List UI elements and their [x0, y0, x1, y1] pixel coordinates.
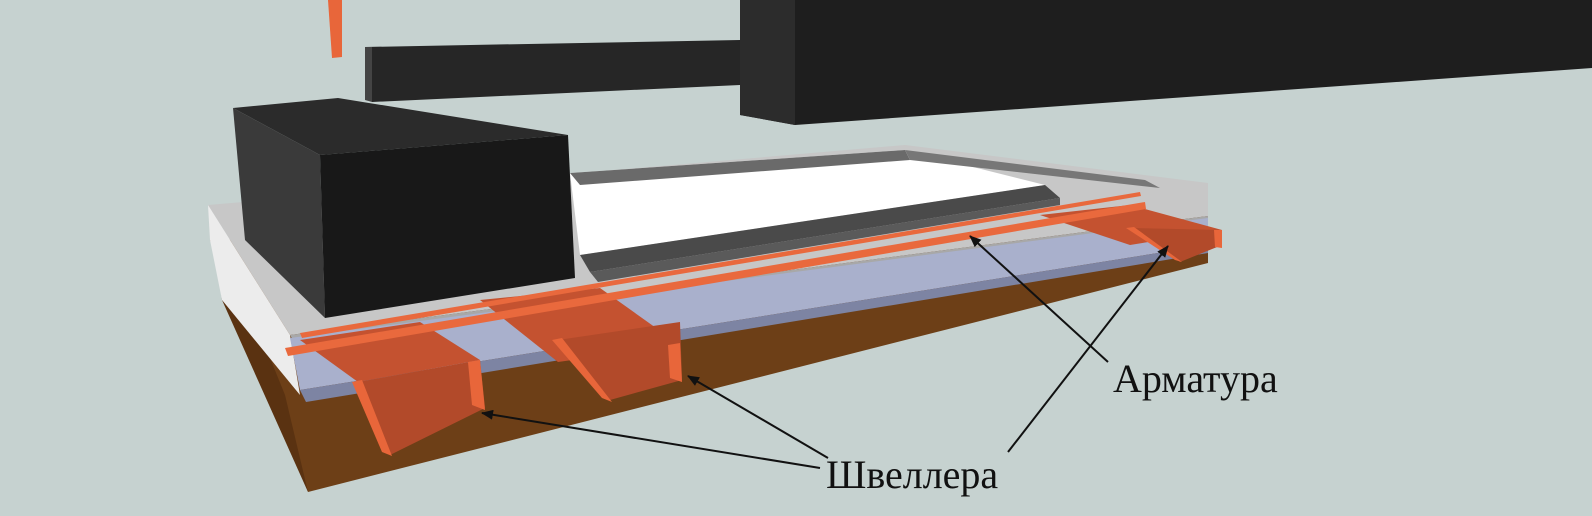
annotation-arrows	[481, 235, 1169, 469]
label-rebar: Арматура	[1113, 356, 1278, 401]
dark-box	[233, 98, 575, 318]
insulation-edge	[300, 245, 1208, 402]
channel-1	[300, 322, 485, 456]
insulation-layer	[290, 218, 1208, 390]
pit	[570, 150, 1160, 282]
steel-channels	[300, 205, 1222, 456]
rebar-rods	[285, 192, 1146, 356]
overhead-structure	[365, 0, 1592, 125]
arrow-rebar-1	[969, 235, 1109, 363]
arrow-channel-1	[481, 409, 821, 469]
label-channels: Швеллера	[826, 452, 998, 497]
arrow-channel-2	[687, 375, 829, 459]
vertical-rebar-rod	[328, 0, 342, 58]
arrow-rebar-2	[1007, 245, 1169, 453]
